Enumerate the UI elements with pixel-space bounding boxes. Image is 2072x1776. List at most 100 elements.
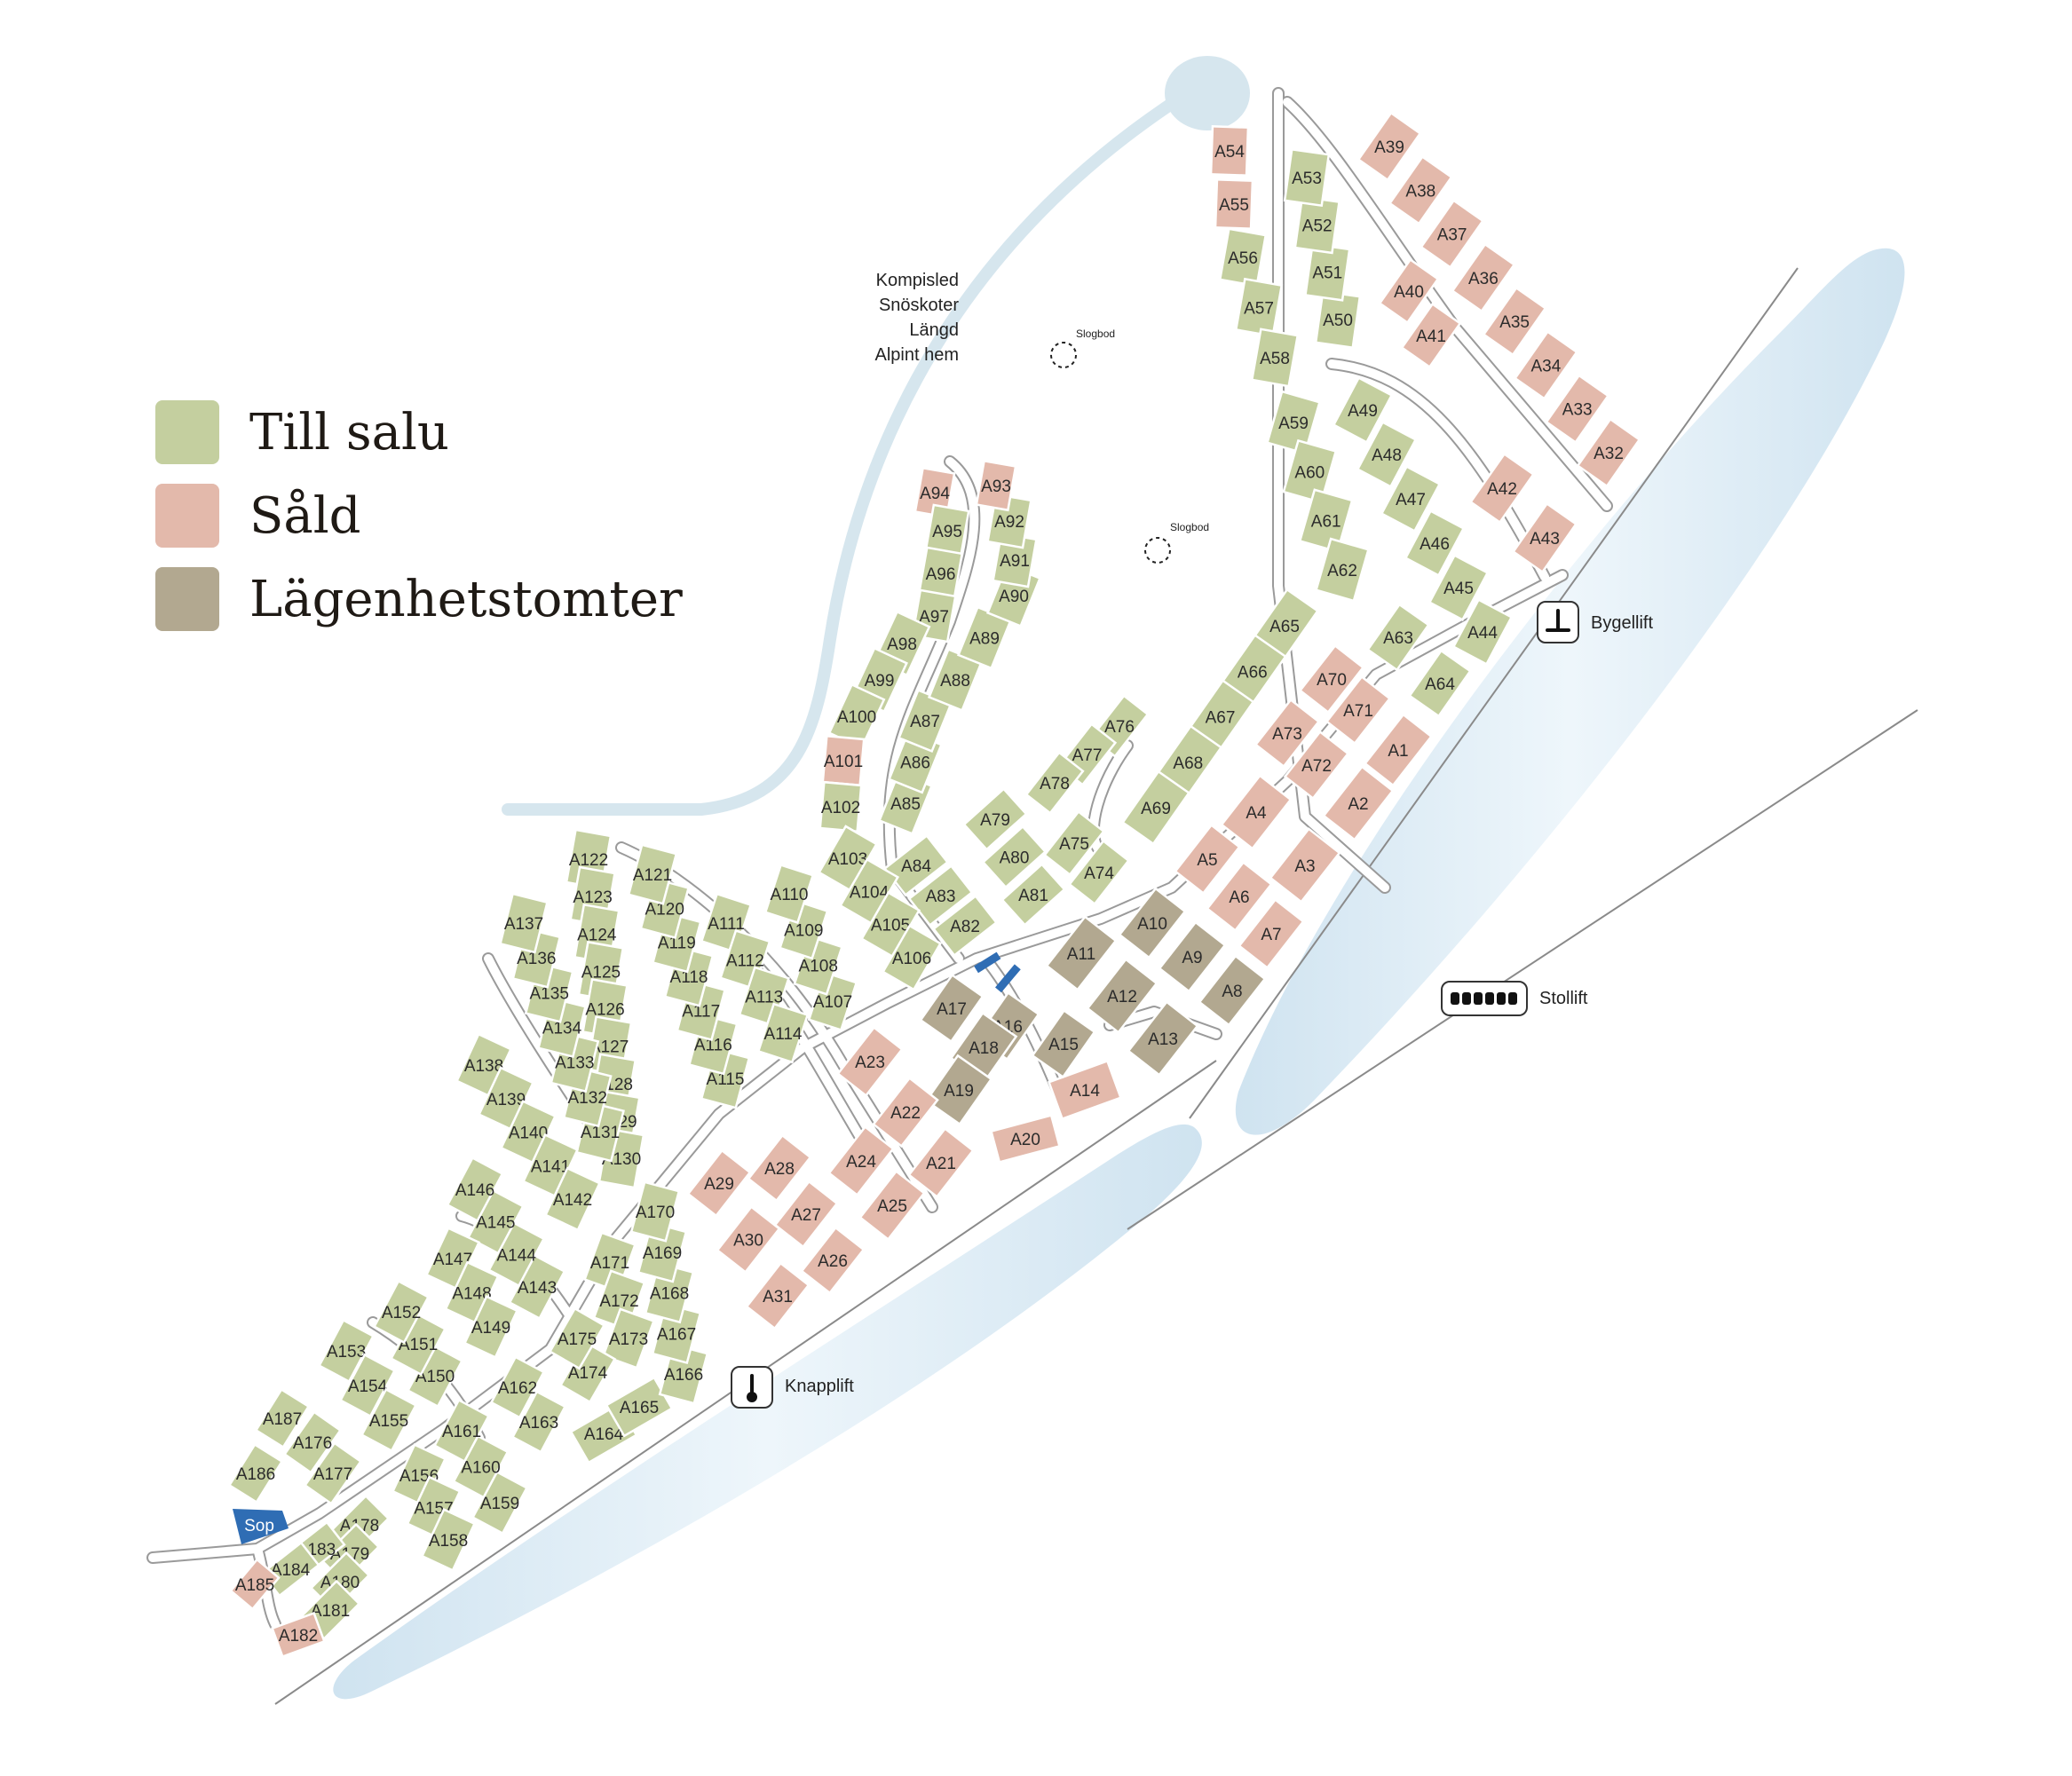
plot-a17[interactable]: A17 xyxy=(919,973,985,1044)
plot-a72[interactable]: A72 xyxy=(1283,730,1350,801)
plot-a60[interactable]: A60 xyxy=(1282,438,1338,504)
plot-a23[interactable]: A23 xyxy=(836,1025,904,1098)
plot-a186[interactable]: A186 xyxy=(227,1442,284,1504)
plot-a50[interactable]: A50 xyxy=(1314,289,1362,350)
plot-a143[interactable]: A143 xyxy=(508,1253,566,1321)
plot-a144[interactable]: A144 xyxy=(487,1221,546,1288)
plot-a3[interactable]: A3 xyxy=(1269,827,1341,904)
plot-a54[interactable]: A54 xyxy=(1209,125,1250,177)
plot-a44[interactable]: A44 xyxy=(1451,597,1514,667)
plot-a102[interactable]: A102 xyxy=(819,780,863,833)
plot-a34[interactable]: A34 xyxy=(1513,329,1578,400)
plot-a94[interactable]: A94 xyxy=(913,466,956,519)
plot-a62[interactable]: A62 xyxy=(1315,537,1370,603)
plot-a22[interactable]: A22 xyxy=(872,1076,939,1148)
plot-a101[interactable]: A101 xyxy=(821,734,866,787)
plot-a40[interactable]: A40 xyxy=(1378,257,1440,325)
plot-a177[interactable]: A177 xyxy=(303,1441,363,1505)
plot-a20[interactable]: A20 xyxy=(990,1114,1061,1164)
plot-a6[interactable]: A6 xyxy=(1206,860,1273,933)
plot-a142[interactable]: A142 xyxy=(543,1166,602,1232)
plot-a74[interactable]: A74 xyxy=(1067,839,1131,906)
plot-a47[interactable]: A47 xyxy=(1380,464,1442,533)
plot-a52[interactable]: A52 xyxy=(1293,195,1340,255)
plot-a84[interactable]: A84 xyxy=(882,833,950,897)
plot-a173[interactable]: A173 xyxy=(602,1307,655,1369)
plot-a176[interactable]: A176 xyxy=(282,1410,343,1474)
plot-a32[interactable]: A32 xyxy=(1576,417,1641,488)
plot-a10[interactable]: A10 xyxy=(1118,887,1187,959)
plot-a55[interactable]: A55 xyxy=(1214,178,1254,230)
plot-a69[interactable]: A69 xyxy=(1120,770,1191,846)
plot-a70[interactable]: A70 xyxy=(1298,643,1365,714)
plot-a104[interactable]: A104 xyxy=(838,857,900,925)
plot-a42[interactable]: A42 xyxy=(1468,452,1536,525)
plot-a96[interactable]: A96 xyxy=(917,546,964,601)
plot-a57[interactable]: A57 xyxy=(1234,277,1284,338)
plot-a64[interactable]: A64 xyxy=(1408,649,1472,718)
plot-a61[interactable]: A61 xyxy=(1298,488,1354,554)
plot-a163[interactable]: A163 xyxy=(510,1390,567,1454)
shed-2[interactable]: Slogbod xyxy=(1144,521,1209,564)
plot-a29[interactable]: A29 xyxy=(686,1148,752,1218)
plot-a154[interactable]: A154 xyxy=(338,1353,397,1418)
plot-a46[interactable]: A46 xyxy=(1404,509,1466,578)
knapplift-marker[interactable]: Knapplift xyxy=(731,1366,854,1409)
plot-a14[interactable]: A14 xyxy=(1047,1059,1123,1121)
plot-a38[interactable]: A38 xyxy=(1388,154,1453,225)
plot-a81[interactable]: A81 xyxy=(1000,863,1066,927)
plot-a156[interactable]: A156 xyxy=(391,1443,447,1507)
plot-a110[interactable]: A110 xyxy=(763,863,815,925)
plot-a1[interactable]: A1 xyxy=(1363,713,1434,787)
plot-a28[interactable]: A28 xyxy=(747,1133,812,1203)
plot-a56[interactable]: A56 xyxy=(1218,227,1268,288)
plot-a95[interactable]: A95 xyxy=(924,503,970,558)
plot-a30[interactable]: A30 xyxy=(716,1205,781,1274)
plot-a19[interactable]: A19 xyxy=(924,1054,993,1126)
plot-a73[interactable]: A73 xyxy=(1253,698,1321,769)
plot-a175[interactable]: A175 xyxy=(548,1306,606,1370)
plot-a49[interactable]: A49 xyxy=(1332,375,1394,445)
plot-a78[interactable]: A78 xyxy=(1024,751,1085,815)
plot-a82[interactable]: A82 xyxy=(931,894,999,958)
plot-a165[interactable]: A165 xyxy=(605,1376,674,1438)
plot-a153[interactable]: A153 xyxy=(317,1318,376,1384)
plot-a13[interactable]: A13 xyxy=(1127,1000,1199,1077)
plot-a79[interactable]: A79 xyxy=(962,787,1028,851)
plot-a106[interactable]: A106 xyxy=(881,924,943,991)
plot-a152[interactable]: A152 xyxy=(372,1279,431,1345)
plot-a185[interactable]: A185 xyxy=(229,1558,281,1611)
plot-a93[interactable]: A93 xyxy=(975,459,1017,512)
plot-a155[interactable]: A155 xyxy=(360,1387,418,1453)
plot-a59[interactable]: A59 xyxy=(1266,390,1321,455)
plot-a83[interactable]: A83 xyxy=(907,864,974,927)
plot-a146[interactable]: A146 xyxy=(446,1156,504,1223)
plot-a36[interactable]: A36 xyxy=(1451,242,1516,313)
plot-a37[interactable]: A37 xyxy=(1420,199,1485,270)
plot-a58[interactable]: A58 xyxy=(1250,328,1300,388)
plot-a5[interactable]: A5 xyxy=(1174,823,1241,896)
plot-a187[interactable]: A187 xyxy=(254,1387,311,1449)
plot-a9[interactable]: A9 xyxy=(1158,920,1227,993)
plot-a121[interactable]: A121 xyxy=(627,843,678,905)
plot-a39[interactable]: A39 xyxy=(1356,111,1422,182)
plot-a4[interactable]: A4 xyxy=(1220,774,1293,850)
plot-a27[interactable]: A27 xyxy=(773,1180,839,1249)
plot-a11[interactable]: A11 xyxy=(1045,915,1118,991)
plot-a25[interactable]: A25 xyxy=(858,1169,926,1242)
plot-a53[interactable]: A53 xyxy=(1283,147,1331,208)
plot-a141[interactable]: A141 xyxy=(521,1133,580,1198)
sop-area[interactable]: Sop xyxy=(233,1509,289,1544)
plot-a138[interactable]: A138 xyxy=(455,1032,513,1098)
plot-a48[interactable]: A48 xyxy=(1356,420,1418,489)
plot-a31[interactable]: A31 xyxy=(745,1261,811,1330)
plot-a15[interactable]: A15 xyxy=(1031,1008,1096,1079)
plot-a149[interactable]: A149 xyxy=(463,1295,519,1359)
plot-a41[interactable]: A41 xyxy=(1400,302,1462,369)
plot-a26[interactable]: A26 xyxy=(800,1226,866,1295)
plot-a35[interactable]: A35 xyxy=(1482,286,1547,357)
plot-a7[interactable]: A7 xyxy=(1238,897,1305,970)
stollift-marker[interactable]: Stollift xyxy=(1441,981,1588,1016)
plot-a137[interactable]: A137 xyxy=(499,892,549,954)
plot-a8[interactable]: A8 xyxy=(1198,954,1267,1027)
